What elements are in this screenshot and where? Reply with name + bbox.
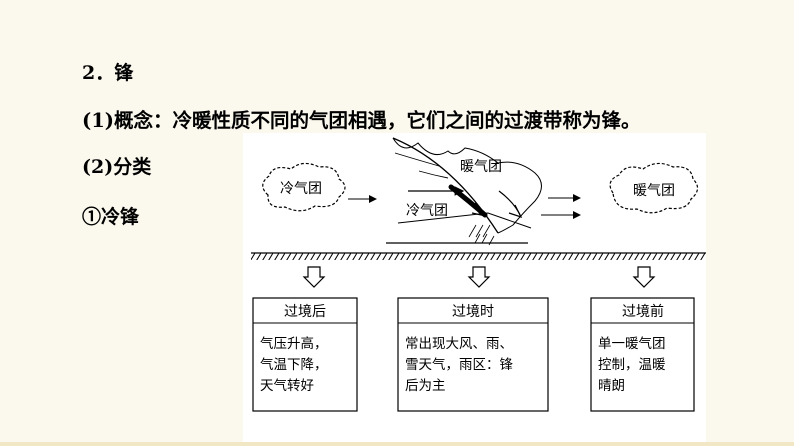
right-cloud: 暖气团 — [609, 162, 699, 214]
down-arrow-during — [467, 266, 491, 288]
concept-text: 概念：冷暖性质不同的气团相遇，它们之间的过渡带称为锋。 — [114, 109, 641, 132]
box-after-line-2: 气温下降， — [260, 357, 328, 373]
box-before-line-2: 控制，温暖 — [598, 357, 666, 373]
box-after-title: 过境后 — [284, 304, 326, 320]
box-before-title: 过境前 — [622, 303, 664, 320]
box-during-line-1: 常出现大风、雨、 — [405, 336, 513, 352]
box-after-line-1: 气压升高， — [260, 335, 328, 352]
classify-text: 分类 — [113, 156, 152, 178]
ground-hatch — [251, 253, 706, 260]
right-cloud-label: 暖气团 — [633, 183, 675, 199]
bottom-strip — [0, 442, 794, 446]
cold-front-diagram: 冷气团 暖气团 冷气团 暖气团 — [243, 133, 706, 446]
box-after-line-3: 天气转好 — [260, 378, 314, 394]
front-section: 暖气团 冷气团 — [386, 137, 542, 246]
box-during-title: 过境时 — [452, 304, 494, 320]
cold-air-label: 冷气团 — [406, 203, 448, 219]
section-heading: 2．锋 — [82, 62, 134, 84]
box-before-line-3: 晴朗 — [598, 378, 625, 394]
box-during-front: 过境时 常出现大风、雨、 雪天气，雨区：锋 后为主 — [397, 297, 549, 412]
warm-air-label: 暖气团 — [460, 159, 502, 175]
box-during-line-2: 雪天气，雨区：锋 — [405, 357, 513, 373]
concept-line: (1)概念：冷暖性质不同的气团相遇，它们之间的过渡带称为锋。 — [82, 104, 641, 133]
box-before-line-1: 单一暖气团 — [598, 336, 666, 352]
box-before-front: 过境前 单一暖气团 控制，温暖 晴朗 — [590, 297, 695, 412]
classify-line: (2)分类 — [82, 152, 151, 179]
box-during-line-3: 后为主 — [405, 378, 446, 394]
classify-number: (2) — [82, 156, 114, 178]
down-arrow-after — [302, 266, 326, 288]
left-cloud: 冷气团 — [262, 162, 346, 212]
down-arrow-before — [632, 266, 656, 288]
cold-front-label: ①冷锋 — [82, 206, 140, 228]
box-after-front: 过境后 气压升高， 气温下降， 天气转好 — [252, 297, 358, 412]
concept-number: (1) — [82, 109, 115, 132]
left-cloud-label: 冷气团 — [280, 181, 322, 197]
